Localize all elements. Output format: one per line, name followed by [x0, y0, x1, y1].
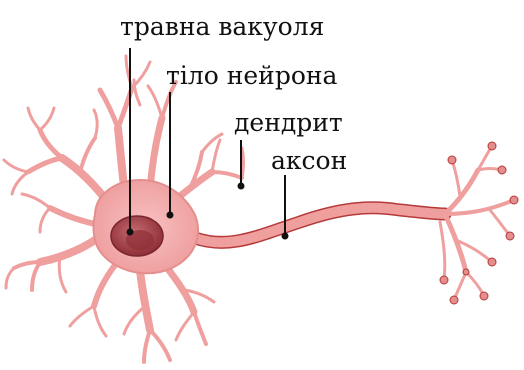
axon [195, 208, 445, 243]
label-dendrite: дендрит [234, 110, 343, 135]
label-axon: аксон [271, 148, 347, 173]
label-cell-body: тіло нейрона [166, 63, 337, 88]
label-food-vacuole: травна вакуоля [120, 14, 324, 39]
